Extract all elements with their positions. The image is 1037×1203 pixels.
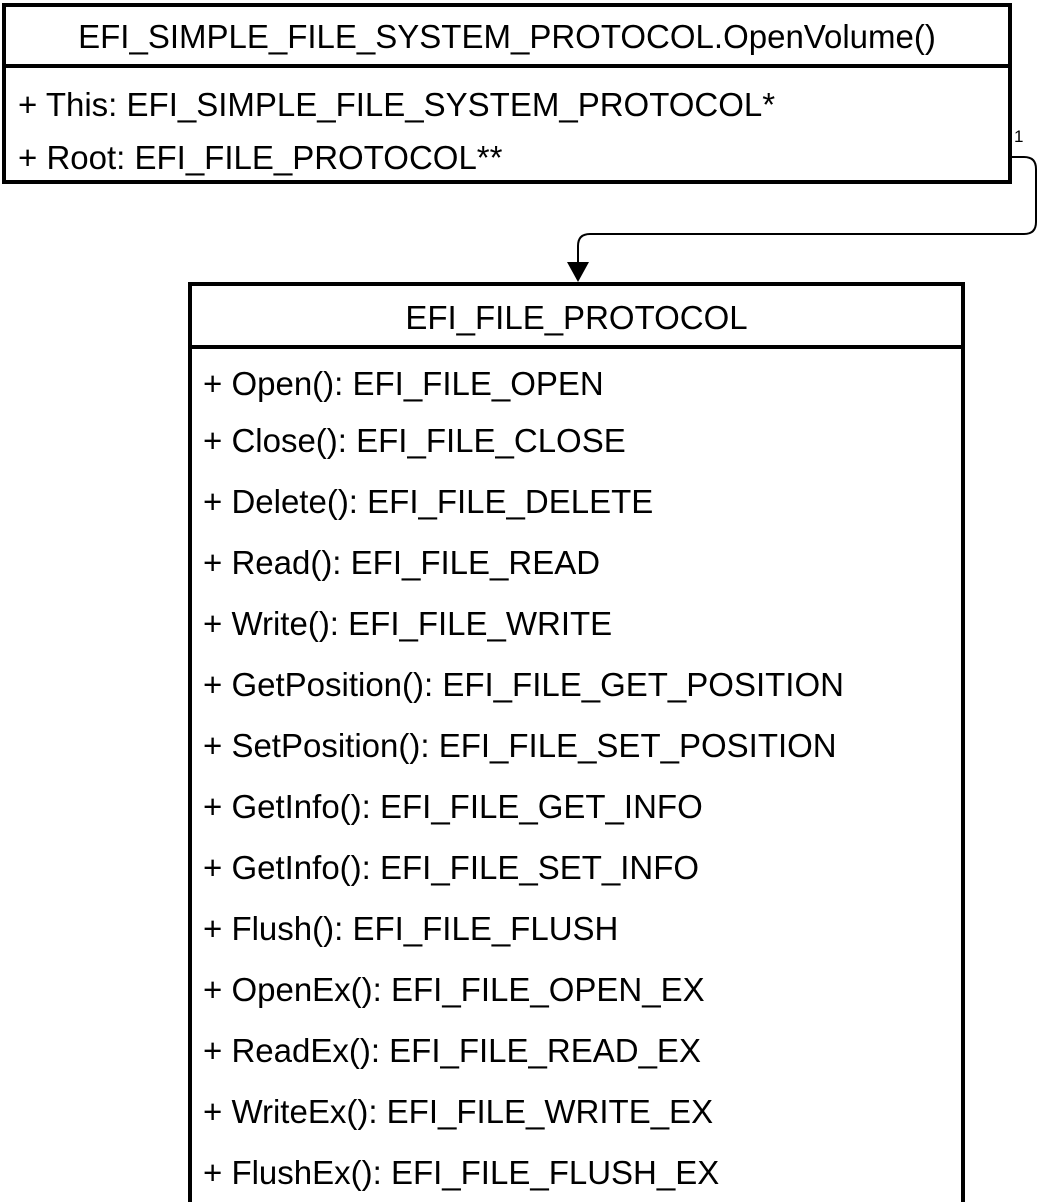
method-flush-ex: + FlushEx(): EFI_FILE_FLUSH_EX (203, 1154, 720, 1191)
attribute-root: + Root: EFI_FILE_PROTOCOL** (18, 139, 503, 176)
method-read: + Read(): EFI_FILE_READ (203, 544, 601, 581)
method-open-ex: + OpenEx(): EFI_FILE_OPEN_EX (203, 971, 705, 1008)
method-delete: + Delete(): EFI_FILE_DELETE (203, 483, 654, 520)
method-set-info: + GetInfo(): EFI_FILE_SET_INFO (203, 849, 700, 886)
attribute-list: + This: EFI_SIMPLE_FILE_SYSTEM_PROTOCOL*… (6, 68, 1008, 188)
arrowhead-icon (567, 262, 589, 282)
method-open: + Open(): EFI_FILE_OPEN (203, 365, 604, 402)
method-get-position: + GetPosition(): EFI_FILE_GET_POSITION (203, 666, 844, 703)
class-title: EFI_SIMPLE_FILE_SYSTEM_PROTOCOL.OpenVolu… (6, 7, 1008, 68)
file-protocol-class-box[interactable]: EFI_FILE_PROTOCOL + Open(): EFI_FILE_OPE… (188, 282, 965, 1202)
method-get-info: + GetInfo(): EFI_FILE_GET_INFO (203, 788, 703, 825)
multiplicity-label: 1 (1014, 127, 1024, 146)
method-flush: + Flush(): EFI_FILE_FLUSH (203, 910, 619, 947)
method-close: + Close(): EFI_FILE_CLOSE (203, 422, 626, 459)
method-list: + Open(): EFI_FILE_OPEN + Close(): EFI_F… (192, 349, 961, 1203)
method-set-position: + SetPosition(): EFI_FILE_SET_POSITION (203, 727, 837, 764)
method-read-ex: + ReadEx(): EFI_FILE_READ_EX (203, 1032, 701, 1069)
open-volume-class-box[interactable]: EFI_SIMPLE_FILE_SYSTEM_PROTOCOL.OpenVolu… (2, 3, 1012, 184)
attribute-this: + This: EFI_SIMPLE_FILE_SYSTEM_PROTOCOL* (18, 86, 776, 123)
method-write: + Write(): EFI_FILE_WRITE (203, 605, 613, 642)
method-write-ex: + WriteEx(): EFI_FILE_WRITE_EX (203, 1093, 714, 1130)
class-title: EFI_FILE_PROTOCOL (192, 286, 961, 349)
